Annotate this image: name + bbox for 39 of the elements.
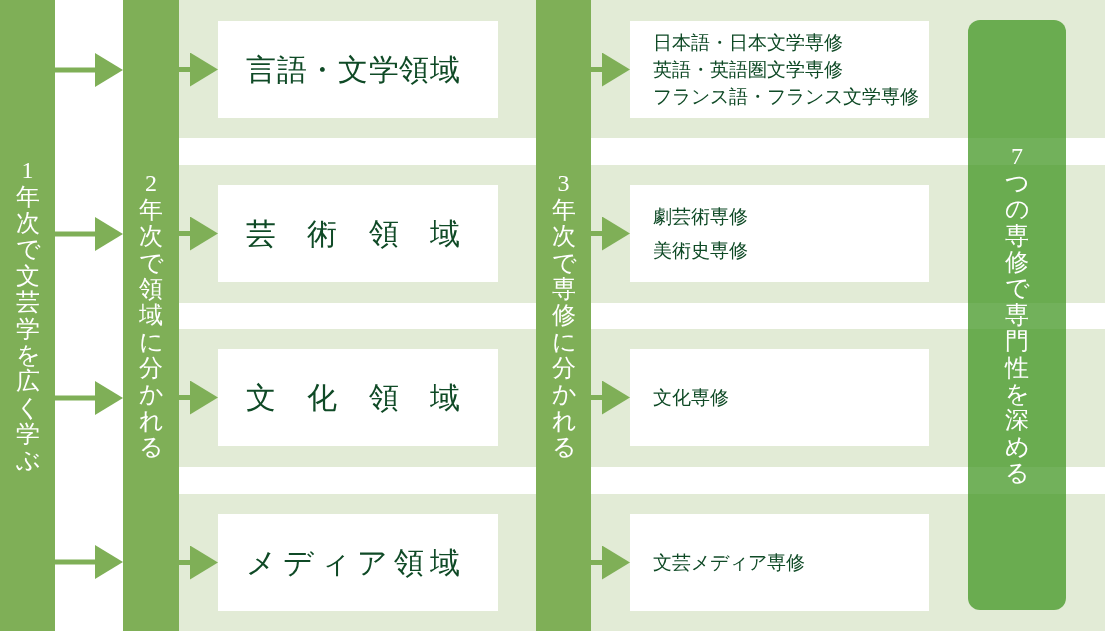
major-box: [630, 21, 929, 118]
stage-bar: [123, 0, 179, 631]
arrow: [591, 545, 630, 580]
domain-box: [218, 185, 498, 282]
arrow: [179, 216, 218, 251]
major-box: [630, 349, 929, 446]
stage-label: 1年次で文芸学を広く学ぶ: [15, 157, 40, 474]
arrow: [179, 545, 218, 580]
domain-label: 文化領域: [246, 379, 492, 416]
stage-bar: [0, 0, 55, 631]
major-label: 英語・英語圏文学専修: [653, 58, 843, 82]
domain-box: [218, 514, 498, 611]
goal-box: [968, 20, 1066, 610]
major-label: 日本語・日本文学専修: [653, 31, 843, 55]
arrow: [55, 545, 123, 579]
major-label: 劇芸術専修: [653, 204, 748, 229]
domain-label: メディア領域: [246, 544, 466, 581]
major-label: 文芸メディア専修: [653, 551, 805, 575]
major-label: 文化専修: [653, 386, 729, 410]
stage-bar: [536, 0, 591, 631]
domain-label: 芸術領域: [246, 215, 492, 252]
domain-label: 言語・文学領域: [246, 51, 461, 88]
major-box: [630, 514, 929, 611]
arrow: [55, 381, 123, 415]
arrow: [55, 53, 123, 87]
arrow: [179, 380, 218, 415]
stage-label: 3年次で専修に分かれる: [551, 170, 576, 461]
arrow: [591, 52, 630, 87]
arrow: [55, 217, 123, 251]
arrow: [591, 216, 630, 251]
major-label: 美術史専修: [653, 238, 748, 263]
goal-label: 7つの専修で専門性を深める: [1005, 143, 1029, 487]
domain-box: [218, 349, 498, 446]
stage-label: 2年次で領域に分かれる: [139, 170, 163, 461]
major-label: フランス語・フランス文学専修: [653, 85, 919, 109]
arrow: [591, 380, 630, 415]
domain-box: [218, 21, 498, 118]
arrow: [179, 52, 218, 87]
major-box: [630, 185, 929, 282]
